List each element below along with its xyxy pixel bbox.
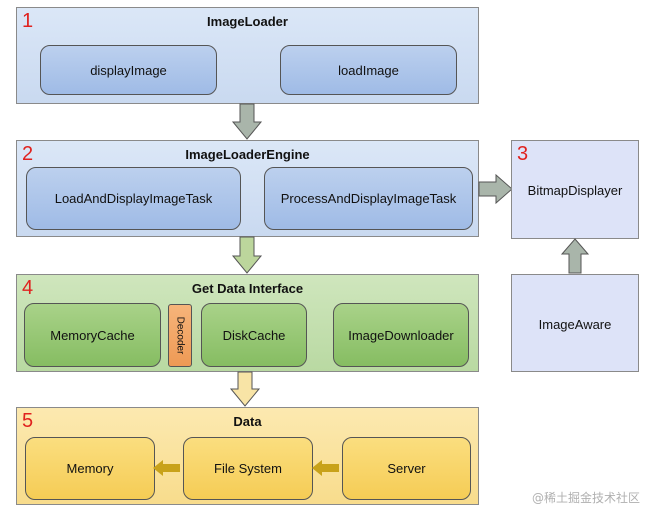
load-and-display-image-task-node: LoadAndDisplayImageTask xyxy=(26,167,241,230)
load-image-node: loadImage xyxy=(280,45,457,95)
file-system-node: File System xyxy=(183,437,313,500)
arrow-left-icon xyxy=(312,460,339,476)
layer-title: Get Data Interface xyxy=(191,281,304,296)
layer-number: 3 xyxy=(517,143,529,165)
arrow-left-icon xyxy=(153,460,180,476)
layer-data: 5 Data Memory File System Server xyxy=(16,407,479,505)
arrow-up-icon xyxy=(560,238,590,274)
image-aware-label: ImageAware xyxy=(538,317,612,332)
server-node: Server xyxy=(342,437,471,500)
layer-number: 5 xyxy=(22,410,34,432)
image-aware-box: ImageAware xyxy=(511,274,639,372)
arrow-down-icon xyxy=(231,236,263,274)
bitmap-displayer-box: 3 BitmapDisplayer xyxy=(511,140,639,239)
arrow-down-icon xyxy=(231,103,263,140)
layer-number: 1 xyxy=(22,10,34,32)
bitmap-displayer-label: BitmapDisplayer xyxy=(527,183,623,198)
layer-title: ImageLoaderEngine xyxy=(185,147,310,162)
layer-number: 2 xyxy=(22,143,34,165)
decoder-node: Decoder xyxy=(168,304,192,367)
process-and-display-image-task-node: ProcessAndDisplayImageTask xyxy=(264,167,473,230)
image-downloader-node: ImageDownloader xyxy=(333,303,469,367)
layer-get-data-interface: 4 Get Data Interface MemoryCache Decoder… xyxy=(16,274,479,372)
disk-cache-node: DiskCache xyxy=(201,303,307,367)
arrow-right-icon xyxy=(478,173,513,205)
arrow-down-icon xyxy=(229,371,261,407)
watermark: @稀土掘金技术社区 xyxy=(531,491,640,505)
layer-title: ImageLoader xyxy=(207,14,288,29)
display-image-node: displayImage xyxy=(40,45,217,95)
memory-node: Memory xyxy=(25,437,155,500)
layer-title: Data xyxy=(233,414,262,429)
layer-image-loader-engine: 2 ImageLoaderEngine LoadAndDisplayImageT… xyxy=(16,140,479,237)
memory-cache-node: MemoryCache xyxy=(24,303,161,367)
decoder-label: Decoder xyxy=(174,316,186,355)
layer-number: 4 xyxy=(22,277,34,299)
layer-image-loader: 1 ImageLoader displayImage loadImage xyxy=(16,7,479,104)
